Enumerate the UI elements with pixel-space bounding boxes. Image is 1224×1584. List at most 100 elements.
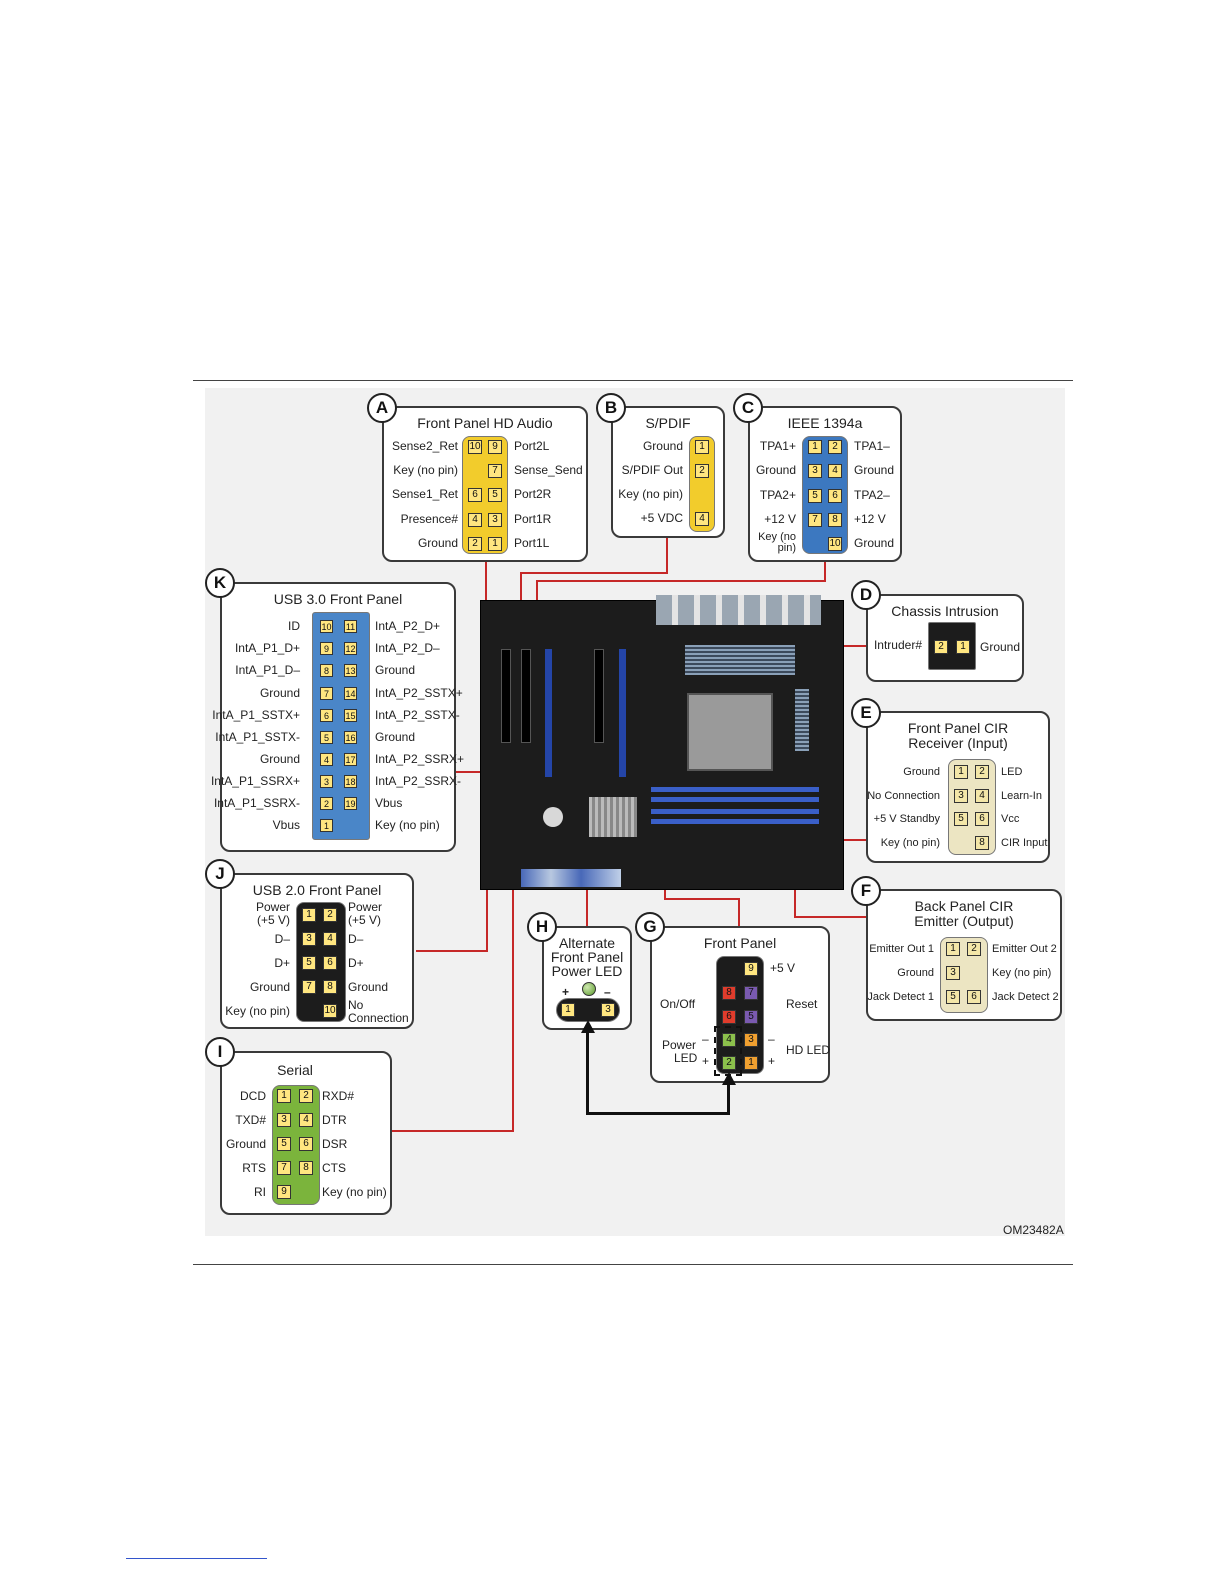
panel-title: Serial: [277, 1062, 313, 1078]
pin-label: +5 V: [770, 961, 796, 975]
heatsink: [795, 689, 809, 751]
pin: 7: [320, 687, 333, 700]
polarity-minus: –: [768, 1032, 775, 1046]
pin: 3: [808, 464, 822, 478]
pci-slot: [501, 649, 511, 743]
pin-label: Ground: [854, 463, 895, 477]
pin-label: Sense1_Ret: [391, 487, 458, 501]
pin-label: Ground: [259, 752, 300, 766]
pin-label: IntA_P2_SSRX-: [375, 774, 462, 788]
pin: 5: [954, 812, 968, 826]
memory-slot: [651, 819, 819, 824]
pin-label: Key (no pin): [618, 487, 683, 501]
pin-label: Key (no pin): [225, 1004, 290, 1018]
pin: 6: [828, 489, 842, 503]
pin-label: Ground: [854, 536, 895, 550]
pin: 7: [744, 986, 758, 1000]
panel-alternate-front-panel-power-led: Alternate Front Panel Power LED + – 1 3: [542, 926, 632, 1030]
pin-label: TPA2–: [854, 488, 890, 502]
pin-label: IntA_P1_SSTX-: [215, 730, 300, 744]
panel-title: USB 3.0 Front Panel: [273, 591, 403, 607]
pin-label: Ground: [249, 980, 290, 994]
pin: 3: [320, 775, 333, 788]
badge-i: I: [205, 1037, 235, 1067]
pin-label: Vbus: [272, 818, 300, 832]
pin-label: S/PDIF Out: [621, 463, 683, 477]
polarity-minus: –: [604, 985, 611, 999]
top-rule: [193, 380, 1073, 381]
pin: 2: [975, 765, 989, 779]
pin: 1: [488, 537, 502, 551]
panel-back-panel-cir: Back Panel CIR Emitter (Output) Emitter …: [866, 889, 1062, 1021]
pin: 6: [468, 488, 482, 502]
pin-label: Intruder#: [873, 638, 922, 652]
pin-label: Presence#: [400, 512, 458, 526]
panel-serial: Serial DCD TXD# Ground RTS RI RXD# DTR D…: [220, 1051, 392, 1215]
footer-link-line: [126, 1558, 267, 1559]
pin: 4: [695, 512, 709, 526]
pci-slot: [521, 649, 531, 743]
pin-label: D–: [274, 932, 290, 946]
badge-b: B: [596, 393, 626, 423]
pin-label: Ground: [417, 536, 458, 550]
chipset-heatsink: [589, 797, 637, 837]
pin-label: Power (+5 V): [255, 900, 290, 927]
pin-label: Key (no pin): [393, 463, 458, 477]
pin-label: No Connection: [348, 998, 409, 1025]
pin: 8: [299, 1161, 313, 1175]
pin-label: TPA1+: [759, 439, 796, 453]
pin-label: Key (no pin): [992, 967, 1052, 979]
panel-title: USB 2.0 Front Panel: [252, 882, 382, 898]
badge-d: D: [851, 580, 881, 610]
pin-label: Ground: [897, 967, 934, 979]
polarity-plus: +: [768, 1054, 776, 1068]
pin: 2: [722, 1056, 736, 1070]
panel-subtitle: Receiver (Input): [908, 735, 1008, 751]
panel-title: Alternate: [558, 935, 616, 951]
pin: 3: [302, 932, 316, 946]
pin: 2: [967, 942, 981, 956]
pin: 17: [344, 753, 357, 766]
pin: 6: [299, 1137, 313, 1151]
pin: 1: [956, 640, 970, 654]
pin: 6: [967, 990, 981, 1004]
pin: 9: [320, 642, 333, 655]
pin: 3: [488, 513, 502, 527]
pin: 3: [946, 966, 960, 980]
battery: [543, 807, 563, 827]
pin: 6: [323, 956, 337, 970]
pin-label: Power: [662, 1038, 697, 1052]
pin: 3: [277, 1113, 291, 1127]
panel-title: Front Panel CIR: [907, 720, 1009, 736]
pin: 7: [302, 980, 316, 994]
pin-label: IntA_P2_SSRX+: [375, 752, 465, 766]
pin-label: Ground: [225, 1137, 266, 1151]
bottom-rule: [193, 1264, 1073, 1265]
panel-ieee-1394a: IEEE 1394a TPA1+ Ground TPA2+ +12 V Key …: [748, 406, 902, 562]
pin-label: IntA_P2_D–: [375, 641, 440, 655]
pin: 7: [488, 464, 502, 478]
pin: 9: [488, 440, 502, 454]
cpu-socket: [687, 693, 773, 771]
pin-label: Key (no pin): [375, 818, 440, 832]
pin-label: LED: [1001, 766, 1023, 778]
pin: 10: [320, 620, 333, 633]
pin: 2: [299, 1089, 313, 1103]
pin-label: DTR: [322, 1113, 347, 1127]
arrowhead-up-icon: [722, 1072, 736, 1085]
pin-label: DSR: [322, 1137, 348, 1151]
pin: 1: [561, 1003, 575, 1017]
pin-label: Vcc: [1001, 813, 1020, 825]
pin: 3: [601, 1003, 615, 1017]
pin: 1: [320, 819, 333, 832]
pin-label: Reset: [786, 997, 818, 1011]
panel-title: Back Panel CIR: [914, 898, 1014, 914]
panel-title: Chassis Intrusion: [891, 603, 999, 619]
pin-label: Emitter Out 2: [992, 943, 1057, 955]
pin-label: LED: [674, 1051, 698, 1065]
pin: 12: [344, 642, 357, 655]
pin-label: RI: [254, 1185, 266, 1199]
pin: 5: [946, 990, 960, 1004]
pin-label: On/Off: [660, 997, 696, 1011]
memory-slot: [651, 809, 819, 814]
